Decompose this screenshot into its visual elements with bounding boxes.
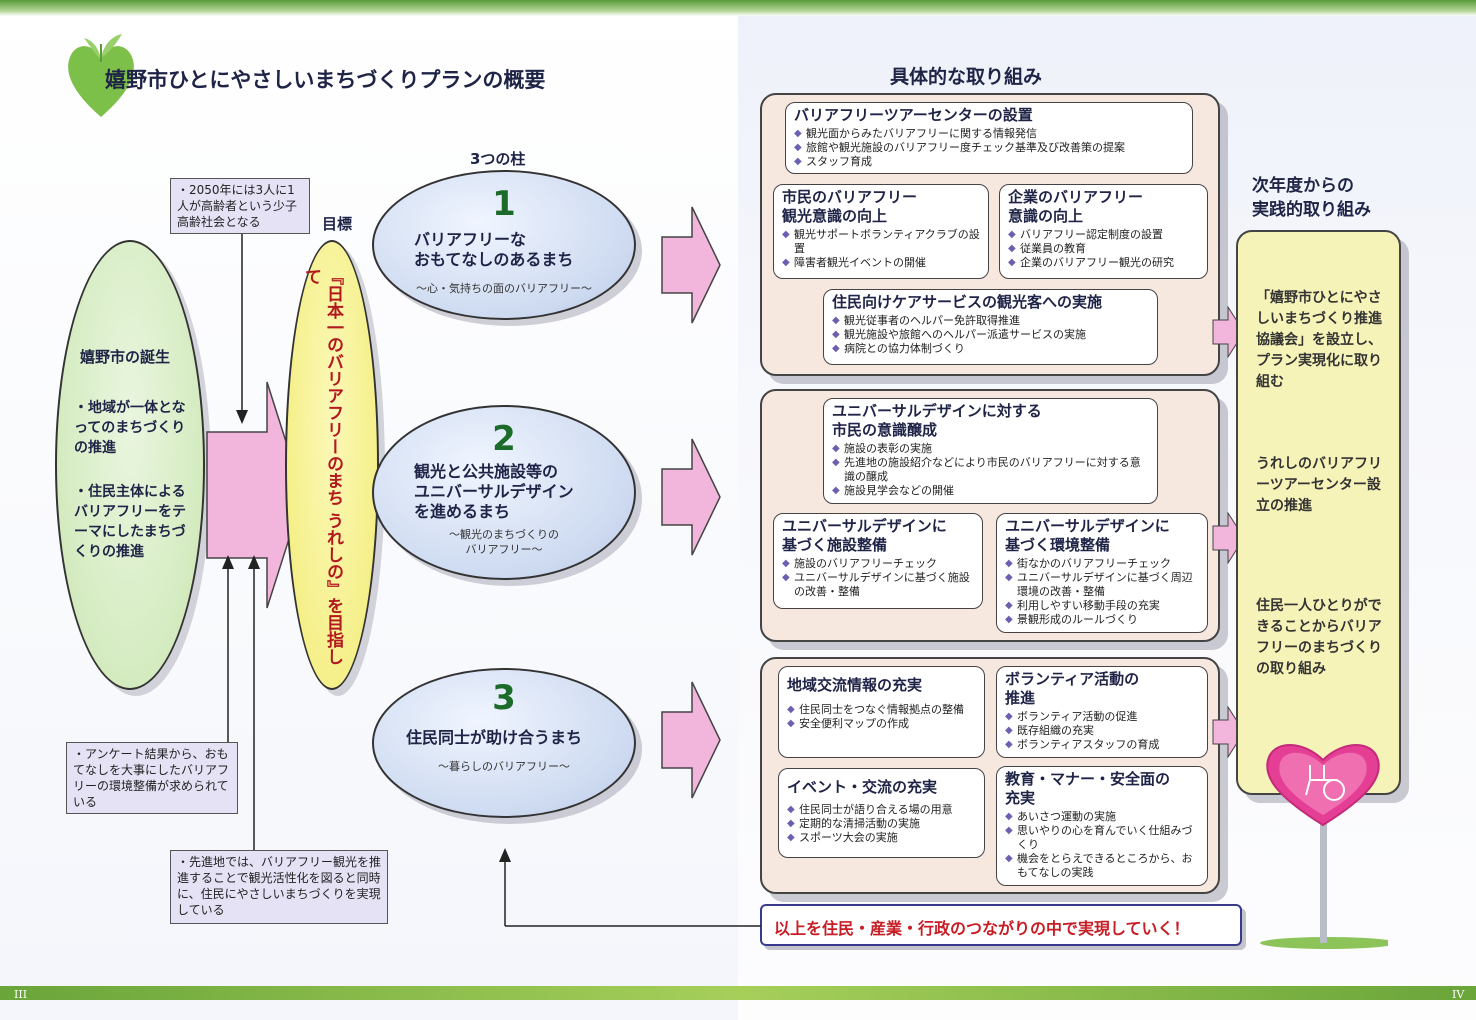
box-item: 安全便利マップの作成 [787,717,976,731]
pillar-1-number: 1 [492,184,516,224]
up-arrows-icon [222,555,260,850]
box-company-awareness: 企業のバリアフリー 意識の向上 バリアフリー認定制度の設置 従業員の教育 企業の… [999,184,1208,279]
box-item: 機会をとらえできるところから、おもてなしの実践 [1005,852,1199,880]
box-title: 住民向けケアサービスの観光客への実施 [832,293,1103,311]
box-item: 旅館や観光施設のバリアフリー度チェック基準及び改善策の提案 [794,141,1184,155]
grass-strip [0,0,1476,16]
feedback-arrow-icon [499,848,761,927]
pillars-label: 3つの柱 [470,150,526,168]
note-advanced-regions: ・先進地では、バリアフリー観光を推進することで観光活性化を図ると同時に、住民にや… [170,850,388,924]
footer-band [0,986,1476,1000]
birth-item-1: ・地域が一体となってのまちづくりの推進 [74,400,186,456]
box-item: 病院との協力体制づくり [832,342,1149,356]
pillar-1-title: バリアフリーな おもてなしのあるまち [414,230,574,269]
box-tour-center: バリアフリーツアーセンターの設置 観光面からみたバリアフリーに関する情報発信 旅… [785,102,1193,174]
box-item: 施設の表彰の実施 [832,442,1149,456]
box-item: 観光サポートボランティアクラブの設置 [782,228,980,256]
next-year-item-2: うれしのバリアフリーツアーセンター設立の推進 [1256,456,1382,514]
next-year-item-1: 「嬉野市ひとにやさしいまちづくり推進協議会」を設立し、プラン実現化に取り組む [1256,290,1382,390]
box-ud-environment: ユニバーサルデザインに 基づく環境整備 街なかのバリアフリーチェック ユニバーサ… [996,513,1208,633]
box-title: 市民のバリアフリー 観光意識の向上 [782,188,918,225]
bottom-banner: 以上を住民・産業・行政のつながりの中で実現していく！ [760,904,1242,946]
pink-arrow-icon [661,681,721,799]
box-title: ユニバーサルデザインに 基づく環境整備 [1005,517,1170,554]
box-item: 思いやりの心を育んでいく仕組みづくり [1005,824,1199,852]
box-item: 既存組織の充実 [1005,724,1199,738]
bottom-banner-text: 以上を住民・産業・行政のつながりの中で実現していく！ [774,919,1190,938]
goal-label: 目標 [322,215,353,233]
box-item: 先進地の施設紹介などにより市民のバリアフリーに対する意識の醸成 [832,456,1149,484]
goal-text: 『日本一のバリアフリーのまち うれしの』を目指して [301,268,343,665]
box-item: 観光施設や旅館へのヘルパー派遣サービスの実施 [832,328,1149,342]
birth-item-2: ・住民主体によるバリアフリーをテーマにしたまちづくりの推進 [74,484,186,560]
box-item: ユニバーサルデザインに基づく施設の改善・整備 [782,571,974,599]
box-education-safety: 教育・マナー・安全面の 充実 あいさつ運動の実施 思いやりの心を育んでいく仕組み… [996,766,1208,886]
box-item: スポーツ大会の実施 [787,831,976,845]
birth-title: 嬉野市の誕生 [80,348,171,366]
next-year-title: 次年度からの 実践的取り組み [1252,176,1371,220]
pillar-2-subtitle: ～観光のまちづくりの バリアフリー～ [449,528,559,556]
box-title: ユニバーサルデザインに対する 市民の意識醸成 [832,402,1042,439]
pillar-3: 3 住民同士が助け合うまち ～暮らしのバリアフリー～ [372,668,636,818]
box-item: ボランティア活動の促進 [1005,710,1199,724]
pillar-2-number: 2 [492,419,516,459]
page-title: 嬉野市ひとにやさしいまちづくりプランの概要 [105,68,546,92]
box-item: 施設見学会などの開催 [832,484,1149,498]
box-item: 企業のバリアフリー観光の研究 [1008,256,1199,270]
box-title: イベント・交流の充実 [787,778,938,796]
box-volunteer: ボランティア活動の 推進 ボランティア活動の促進 既存組織の充実 ボランティアス… [996,666,1208,758]
box-care-service: 住民向けケアサービスの観光客への実施 観光従事者のヘルパー免許取得推進 観光施設… [823,289,1158,365]
box-ud-facility: ユニバーサルデザインに 基づく施設整備 施設のバリアフリーチェック ユニバーサル… [773,513,983,609]
box-item: ボランティアスタッフの育成 [1005,738,1199,752]
next-year-column: 「嬉野市ひとにやさしいまちづくり推進協議会」を設立し、プラン実現化に取り組む う… [1236,230,1401,795]
box-item: バリアフリー認定制度の設置 [1008,228,1199,242]
box-citizen-awareness: 市民のバリアフリー 観光意識の向上 観光サポートボランティアクラブの設置 障害者… [773,184,989,279]
box-item: スタッフ育成 [794,155,1184,169]
birth-ellipse [55,240,205,690]
box-item: 景観形成のルールづくり [1005,613,1199,627]
box-item: 定期的な清掃活動の実施 [787,817,976,831]
pink-arrow-icon [661,206,721,324]
pillar-1: 1 バリアフリーな おもてなしのあるまち ～心・気持ちの面のバリアフリー～ [372,170,636,320]
box-item: ユニバーサルデザインに基づく周辺環境の改善・整備 [1005,571,1199,599]
pink-arrow-icon [661,438,721,556]
box-title: 教育・マナー・安全面の 充実 [1005,770,1171,807]
box-item: 観光従事者のヘルパー免許取得推進 [832,314,1149,328]
next-year-item-3: 住民一人ひとりができることからバリアフリーのまちづくりの取り組み [1256,598,1382,677]
box-item: 施設のバリアフリーチェック [782,557,974,571]
pink-arrow-icon [206,381,304,609]
heart-sprout-icon [68,34,134,117]
box-item: あいさつ運動の実施 [1005,810,1199,824]
note-survey: ・アンケート結果から、おもてなしを大事にしたバリアフリーの環境整備が求められてい… [66,742,238,814]
box-item: 障害者観光イベントの開催 [782,256,980,270]
box-title: ユニバーサルデザインに 基づく施設整備 [782,517,947,554]
pillar-2: 2 観光と公共施設等の ユニバーサルデザイン を進めるまち ～観光のまちづくりの… [372,405,636,580]
box-community-info: 地域交流情報の充実 住民同士をつなぐ情報拠点の整備 安全便利マップの作成 [778,666,985,758]
box-ud-awareness: ユニバーサルデザインに対する 市民の意識醸成 施設の表彰の実施 先進地の施設紹介… [823,398,1158,504]
box-title: 企業のバリアフリー 意識の向上 [1008,188,1144,225]
pillar-1-subtitle: ～心・気持ちの面のバリアフリー～ [416,282,592,295]
pillar-3-number: 3 [492,678,516,718]
pillar-3-subtitle: ～暮らしのバリアフリー～ [438,760,570,773]
box-item: 観光面からみたバリアフリーに関する情報発信 [794,127,1184,141]
box-title: バリアフリーツアーセンターの設置 [794,106,1033,124]
goal-ellipse [285,240,379,690]
page-number-left: III [14,988,28,1001]
box-title: 地域交流情報の充実 [787,676,923,694]
wheelchair-heart-sign-icon [1260,744,1388,949]
box-item: 住民同士が語り合える場の用意 [787,803,976,817]
box-events: イベント・交流の充実 住民同士が語り合える場の用意 定期的な清掃活動の実施 スポ… [778,768,985,858]
box-item: 街なかのバリアフリーチェック [1005,557,1199,571]
box-title: ボランティア活動の 推進 [1005,670,1140,707]
section-title: 具体的な取り組み [890,66,1043,88]
pillar-3-title: 住民同士が助け合うまち [406,728,583,747]
pillar-2-title: 観光と公共施設等の ユニバーサルデザイン を進めるまち [414,462,574,521]
box-item: 利用しやすい移動手段の充実 [1005,599,1199,613]
note-aging-society: ・2050年には3人に1人が高齢者という少子高齢社会となる [170,178,310,234]
box-item: 住民同士をつなぐ情報拠点の整備 [787,703,976,717]
page-number-right: IV [1452,988,1465,1001]
down-arrow-icon [236,234,248,424]
box-item: 従業員の教育 [1008,242,1199,256]
